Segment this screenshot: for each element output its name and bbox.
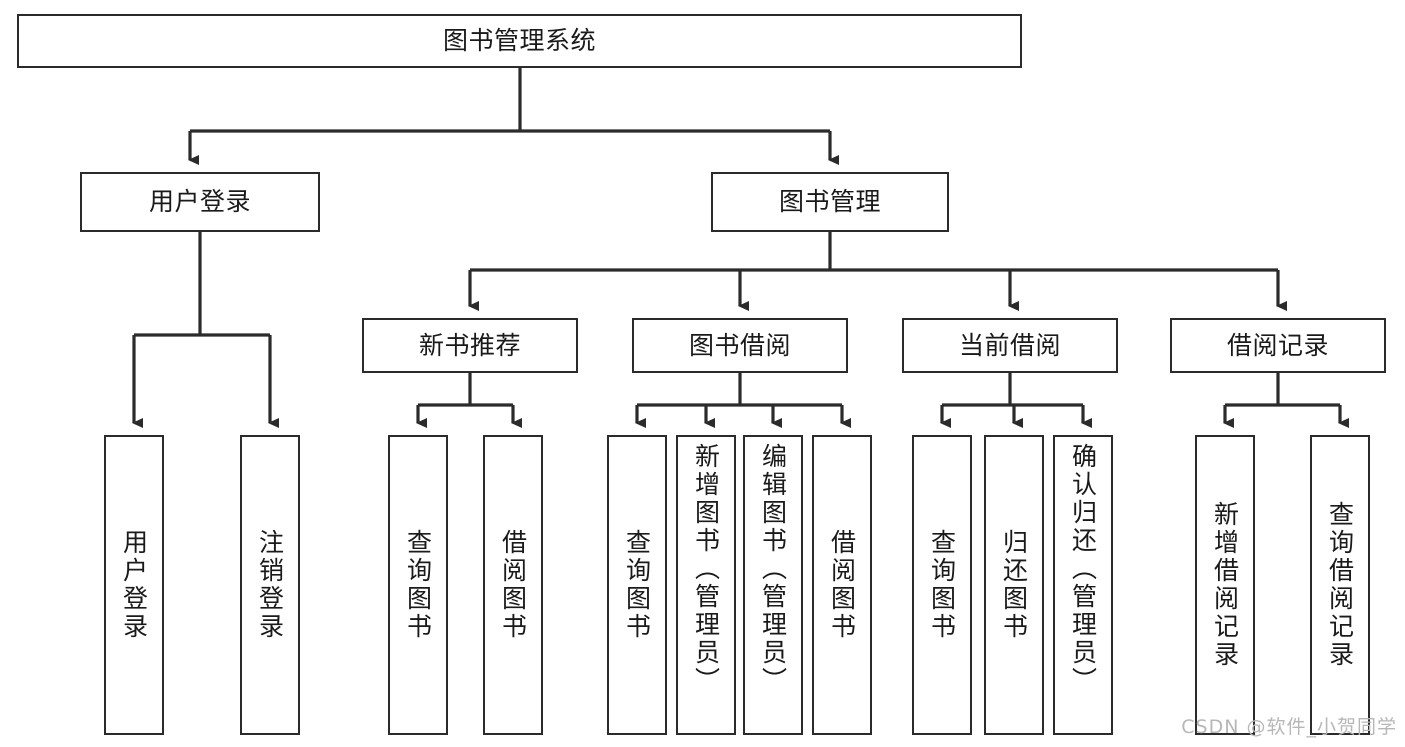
node-leaf-borrow-book-2-label: 借阅图书 [827, 529, 857, 641]
node-leaf-confirm-return[interactable]: 确认归还（管理员） [1053, 435, 1113, 735]
node-leaf-query-record-label: 查询借阅记录 [1325, 501, 1355, 669]
node-leaf-query-book-1[interactable]: 查询图书 [388, 435, 448, 735]
node-leaf-add-record-label: 新增借阅记录 [1210, 501, 1240, 669]
node-leaf-logout-label: 注销登录 [255, 529, 285, 641]
node-leaf-logout[interactable]: 注销登录 [240, 435, 300, 735]
node-book-manage[interactable]: 图书管理 [711, 172, 949, 232]
node-leaf-query-book-2-label: 查询图书 [622, 529, 652, 641]
node-leaf-borrow-book-2[interactable]: 借阅图书 [812, 435, 872, 735]
node-leaf-query-book-3-label: 查询图书 [927, 529, 957, 641]
node-leaf-edit-book[interactable]: 编辑图书（管理员） [743, 435, 803, 735]
node-current-borrow[interactable]: 当前借阅 [902, 318, 1118, 373]
node-leaf-user-login[interactable]: 用户登录 [104, 435, 164, 735]
node-new-book-rec-label: 新书推荐 [418, 330, 521, 360]
csdn-watermark: CSDN @软件_小贺同学 [1181, 716, 1397, 738]
node-leaf-query-book-1-label: 查询图书 [403, 529, 433, 641]
node-leaf-confirm-return-label: 确认归还（管理员） [1068, 443, 1098, 695]
node-leaf-return-book[interactable]: 归还图书 [984, 435, 1044, 735]
node-root[interactable]: 图书管理系统 [17, 14, 1022, 68]
node-new-book-rec[interactable]: 新书推荐 [362, 318, 578, 373]
node-root-label: 图书管理系统 [442, 26, 596, 56]
node-borrow-record[interactable]: 借阅记录 [1170, 318, 1386, 373]
node-user-login[interactable]: 用户登录 [80, 172, 320, 232]
node-current-borrow-label: 当前借阅 [958, 330, 1061, 360]
node-leaf-query-book-3[interactable]: 查询图书 [912, 435, 972, 735]
node-leaf-user-login-label: 用户登录 [119, 529, 149, 641]
node-leaf-query-record[interactable]: 查询借阅记录 [1310, 435, 1370, 735]
node-leaf-edit-book-label: 编辑图书（管理员） [758, 443, 788, 695]
node-leaf-add-book[interactable]: 新增图书（管理员） [676, 435, 736, 735]
node-leaf-return-book-label: 归还图书 [999, 529, 1029, 641]
node-borrow-record-label: 借阅记录 [1226, 330, 1329, 360]
node-leaf-query-book-2[interactable]: 查询图书 [607, 435, 667, 735]
node-book-manage-label: 图书管理 [778, 187, 881, 217]
node-leaf-add-record[interactable]: 新增借阅记录 [1195, 435, 1255, 735]
node-leaf-borrow-book-1[interactable]: 借阅图书 [483, 435, 543, 735]
node-leaf-borrow-book-1-label: 借阅图书 [498, 529, 528, 641]
node-book-borrow-label: 图书借阅 [688, 330, 791, 360]
node-leaf-add-book-label: 新增图书（管理员） [691, 443, 721, 695]
node-book-borrow[interactable]: 图书借阅 [632, 318, 848, 373]
node-user-login-label: 用户登录 [148, 187, 251, 217]
